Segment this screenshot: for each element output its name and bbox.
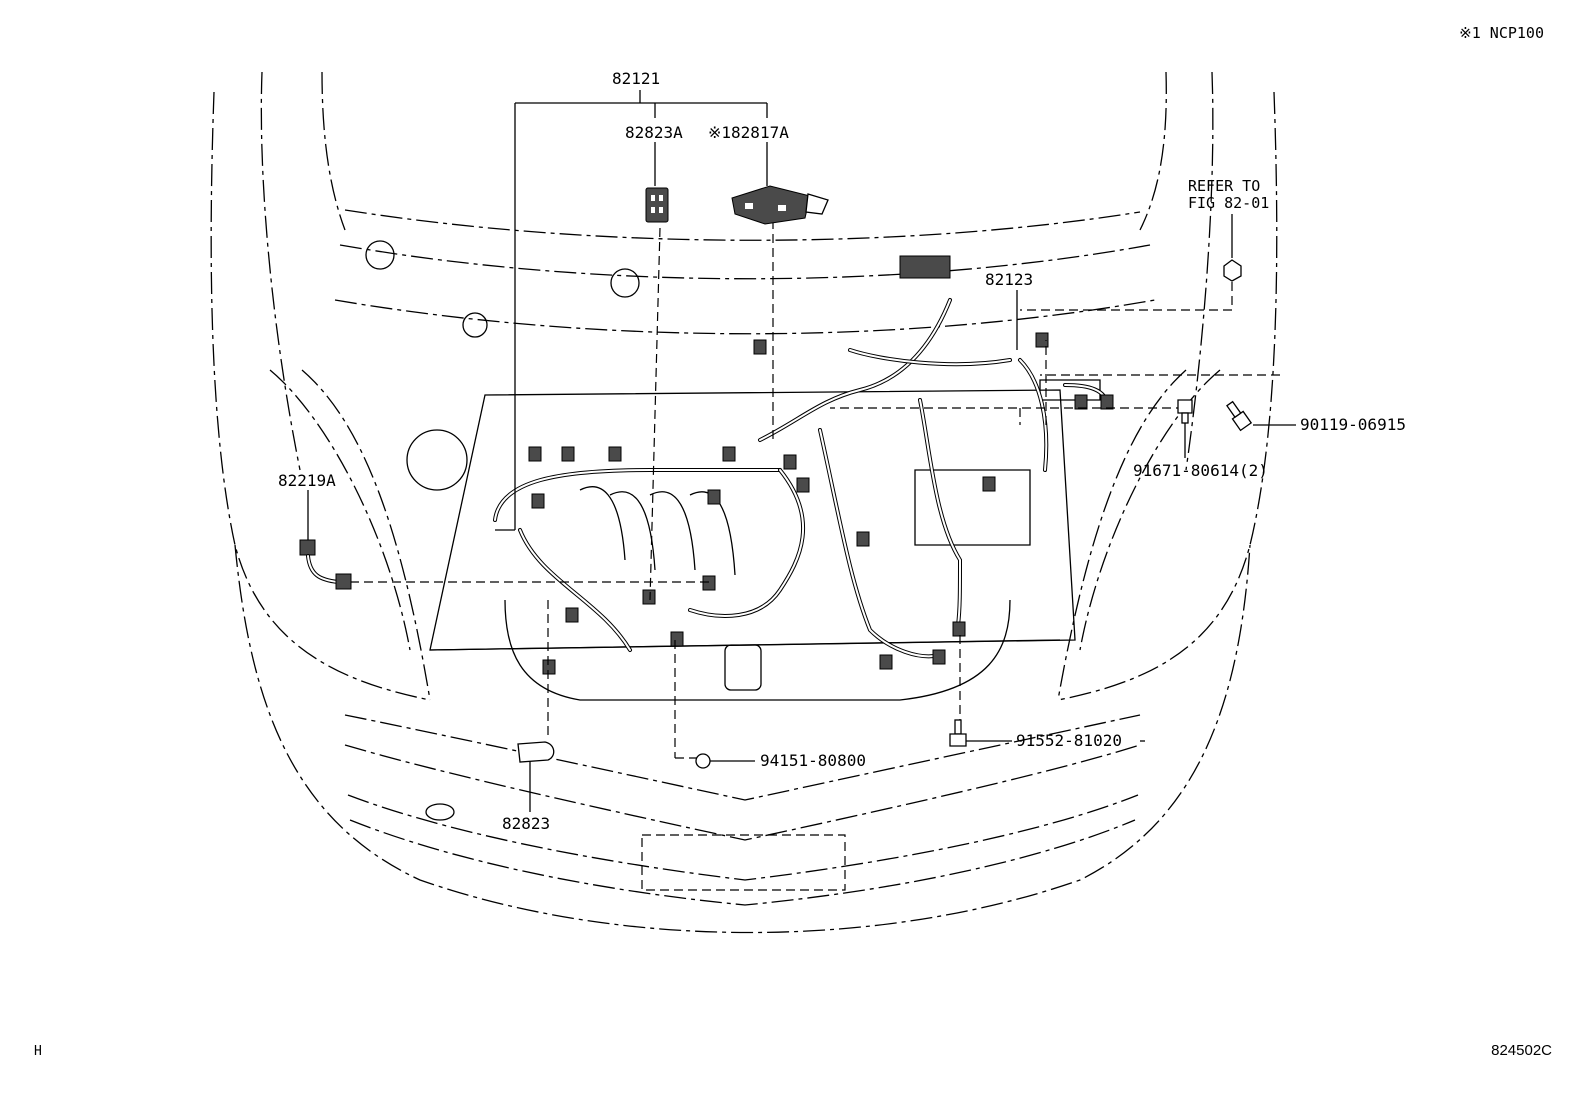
connector-icon [531,493,545,509]
label-94151-80800: 94151-80800 [760,751,866,770]
connector-icon [702,575,716,591]
connector-icon [932,649,946,665]
connector-icon [608,446,622,462]
relay-block-icon [899,255,951,279]
connector-icon [856,531,870,547]
clip-icon [695,753,711,769]
connector-icon [670,631,684,647]
relay-block-icon [731,185,829,225]
connector-icon [645,187,669,223]
bolt-icon [1177,399,1193,424]
connector-icon [783,454,797,470]
label-91552-81020: 91552-81020 [1016,731,1122,750]
connector-icon [1074,394,1088,410]
label-82219A: 82219A [278,471,336,490]
connector-icon [952,621,966,637]
label-82817A: ※182817A [708,123,789,142]
exploded-parts [299,185,1253,769]
connector-icon [707,489,721,505]
figure-number: 824502C [1491,1042,1552,1059]
callout-labels: 82121 82823A ※182817A 82123 82219A 82823… [278,69,1406,833]
connector-icon [1100,394,1114,410]
label-90119-06915: 90119-06915 [1300,415,1406,434]
connector-icon [722,446,736,462]
model-note: ※1 NCP100 [1459,24,1544,42]
engine-bay [365,240,1101,701]
harness-icon [299,539,352,590]
bolt-icon [1226,400,1253,432]
connector-icon [517,741,555,763]
bolt-icon [949,719,967,747]
refer-note-line1: REFER TO [1188,177,1260,195]
label-91671-80614: 91671-80614(2) [1133,461,1268,480]
label-82823: 82823 [502,814,550,833]
leader-lines [350,220,1280,759]
connector-icon [753,339,767,355]
connector-icon [1035,332,1049,348]
connector-icon [642,589,656,605]
connector-icon [561,446,575,462]
connector-icon [542,659,556,675]
vehicle-body-outline [210,71,1278,934]
label-82823A: 82823A [625,123,683,142]
connector-icon [796,477,810,493]
refer-note-line2: FIG 82-01 [1188,194,1269,212]
label-82123: 82123 [985,270,1033,289]
wire-harness [493,298,1110,659]
callout-lines [307,90,1296,812]
connector-icon [565,607,579,623]
connector-icon [879,654,893,670]
page-code-left: H [34,1044,42,1059]
harness-connectors [528,255,1114,675]
connector-icon [982,476,996,492]
label-82121: 82121 [612,69,660,88]
connector-icon [528,446,542,462]
nut-icon [1223,259,1242,282]
